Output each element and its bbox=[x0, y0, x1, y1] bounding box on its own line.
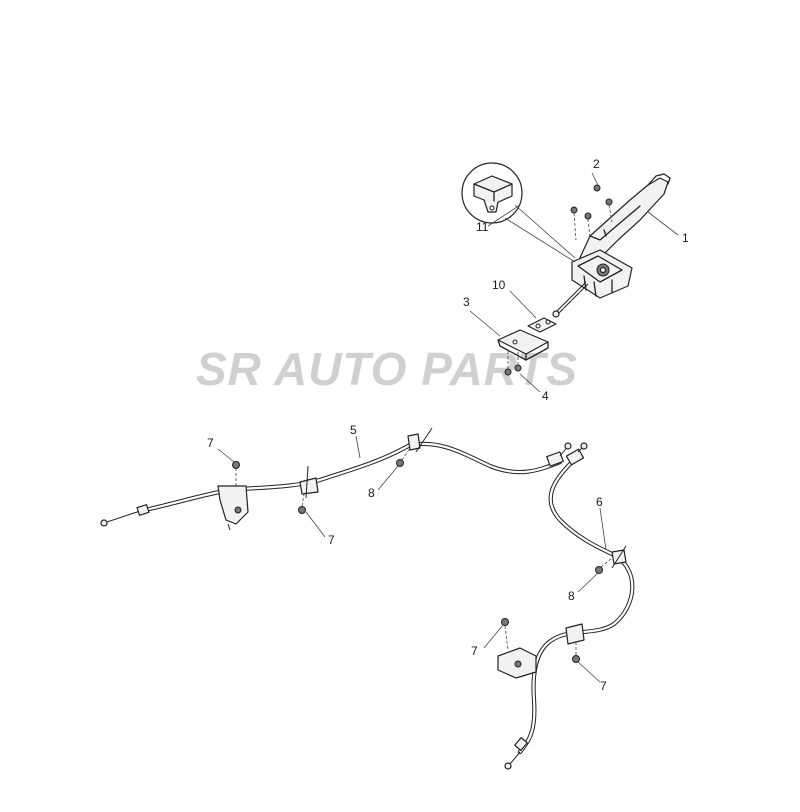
bolt-item-7 bbox=[232, 461, 580, 663]
clip-item-10 bbox=[527, 317, 557, 333]
callout-6: 6 bbox=[596, 495, 603, 509]
callout-7-lower-right: 7 bbox=[600, 679, 607, 693]
callout-1: 1 bbox=[682, 231, 689, 245]
callout-11: 11 bbox=[476, 220, 489, 234]
callout-7-top-left: 7 bbox=[207, 436, 214, 450]
inset-switch-detail bbox=[461, 162, 576, 263]
brake-cable-item-6 bbox=[497, 442, 635, 770]
leader-lines bbox=[217, 172, 679, 683]
callout-5: 5 bbox=[350, 423, 357, 437]
bracket-item-3 bbox=[497, 329, 549, 361]
callout-3: 3 bbox=[463, 295, 470, 309]
brake-cable-item-5 bbox=[100, 427, 572, 531]
bolt-item-2 bbox=[570, 184, 613, 241]
callout-4: 4 bbox=[542, 389, 549, 403]
nut-item-8 bbox=[396, 447, 613, 574]
watermark-text: SR AUTO PARTS bbox=[196, 343, 578, 395]
callout-7-mid: 7 bbox=[328, 533, 335, 547]
callout-8-right: 8 bbox=[568, 589, 575, 603]
callout-10: 10 bbox=[492, 278, 506, 292]
callout-2: 2 bbox=[593, 157, 600, 171]
callout-7-lower-left: 7 bbox=[471, 644, 478, 658]
bolt-item-4 bbox=[504, 350, 522, 376]
callout-8-left: 8 bbox=[368, 486, 375, 500]
parking-brake-lever bbox=[552, 173, 671, 318]
